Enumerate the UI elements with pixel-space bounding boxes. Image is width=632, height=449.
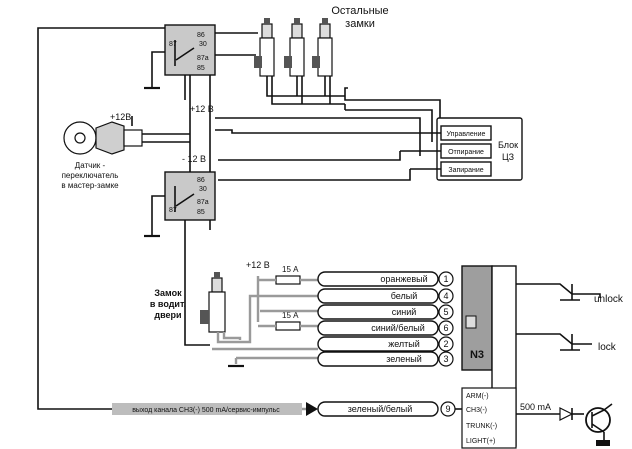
sensor-label-line2: переключатель [62,171,119,180]
port-trunk: TRUNK(-) [466,423,497,430]
block-row-control: Управление [447,131,486,138]
wire-num-4: 4 [443,291,448,301]
relay-bottom-pin-86: 86 [197,177,205,184]
sensor-label-line1: Датчик - [75,161,106,170]
lock-actuators [254,18,333,77]
wire-num-9: 9 [445,404,450,414]
locks-label-line2: замки [345,18,375,30]
central-lock-block: Управление Отпирание Запирание Блок ЦЗ [436,117,523,181]
left-loop-wire [37,27,170,410]
block-row-lock: Запирание [448,167,483,174]
unlock-label: unlock [594,294,624,305]
door-lock-label-line3: двери [154,310,181,320]
diode-icon [559,407,574,421]
sensor-label-line3: в мастер-замке [61,181,119,190]
door-lock-actuator [200,272,226,333]
wire-num-3: 3 [443,354,448,364]
output-label: выход канала CH3(-) 500 mA/сервис-импуль… [132,407,280,414]
fuse2 [275,321,301,331]
relay-bottom-pin-87a: 87a [197,199,209,206]
fuse1 [275,275,301,285]
wire-color-1: оранжевый [380,274,427,284]
locks-label-line1: Остальные [331,5,388,17]
actuator-2 [284,18,305,77]
lock-label: lock [598,342,617,353]
key-supply-label: +12В [110,112,131,122]
current-label: 500 mA [520,402,551,412]
fuse-supply-label: +12 В [246,260,270,270]
connector-n3-label: N3 [470,349,484,361]
relay-top-pin-87: 87 [169,41,177,48]
actuator-1 [254,18,275,77]
lower-port-labels: ARM(-) CH3(-) TRUNK(-) LIGHT(+) [461,387,517,449]
wire-num-1: 1 [443,274,448,284]
relay-bottom-pin-30: 30 [199,186,207,193]
relay-bottom-pin-87: 87 [169,207,177,214]
relay-bottom: 86 30 87 87a 85 [164,171,216,221]
fuse2-label: 15 А [282,311,299,320]
wire-color-6: синий/белый [371,323,425,333]
door-lock-label-line2: в водит. [150,299,186,309]
relay-bottom-pin-85: 85 [197,209,205,216]
output-arrow-icon [306,402,318,416]
wire-color-5: синий [392,307,417,317]
relay-top-pin-30: 30 [199,41,207,48]
wire-row-3: зеленый 3 [317,351,454,367]
block-label-line1: Блок [498,140,518,150]
relay-top: 86 30 87 87a 85 [164,24,216,76]
relay-top-pin-85: 85 [197,65,205,72]
wire-num-5: 5 [443,307,448,317]
wire-num-6: 6 [443,323,448,333]
wire-row-2: желтый 2 [317,336,454,352]
port-ch3: CH3(-) [466,407,487,414]
connector-n3: N3 [461,265,493,371]
port-arm: ARM(-) [466,393,489,400]
actuator-3 [312,18,333,77]
wire-row-4: белый 4 [317,288,454,304]
wire-labels: оранжевый 1 белый 4 синий 5 синий/белый … [317,271,454,367]
wire-color-9: зеленый/белый [348,404,412,414]
block-row-unlock: Отпирание [448,149,484,156]
wire-row-1: оранжевый 1 [317,271,454,287]
wire-color-3: зеленый [386,354,421,364]
wire-row-6: синий/белый 6 [317,320,454,336]
supply-top-label: +12 В [190,104,214,114]
door-lock-label-line1: Замок [154,288,182,298]
fuse1-label: 15 А [282,265,299,274]
wire-color-4: белый [391,291,418,301]
key-sensor [63,121,190,155]
wire-color-2: желтый [388,339,420,349]
wire-row-5: синий 5 [317,304,454,320]
wire-num-2: 2 [443,339,448,349]
relay-top-pin-87a: 87a [197,55,209,62]
block-label-line2: ЦЗ [502,152,514,162]
wire-row-9: зеленый/белый 9 [317,401,456,417]
relay-top-pin-86: 86 [197,32,205,39]
port-light: LIGHT(+) [466,438,495,445]
supply-bottom-label: - 12 В [182,154,206,164]
